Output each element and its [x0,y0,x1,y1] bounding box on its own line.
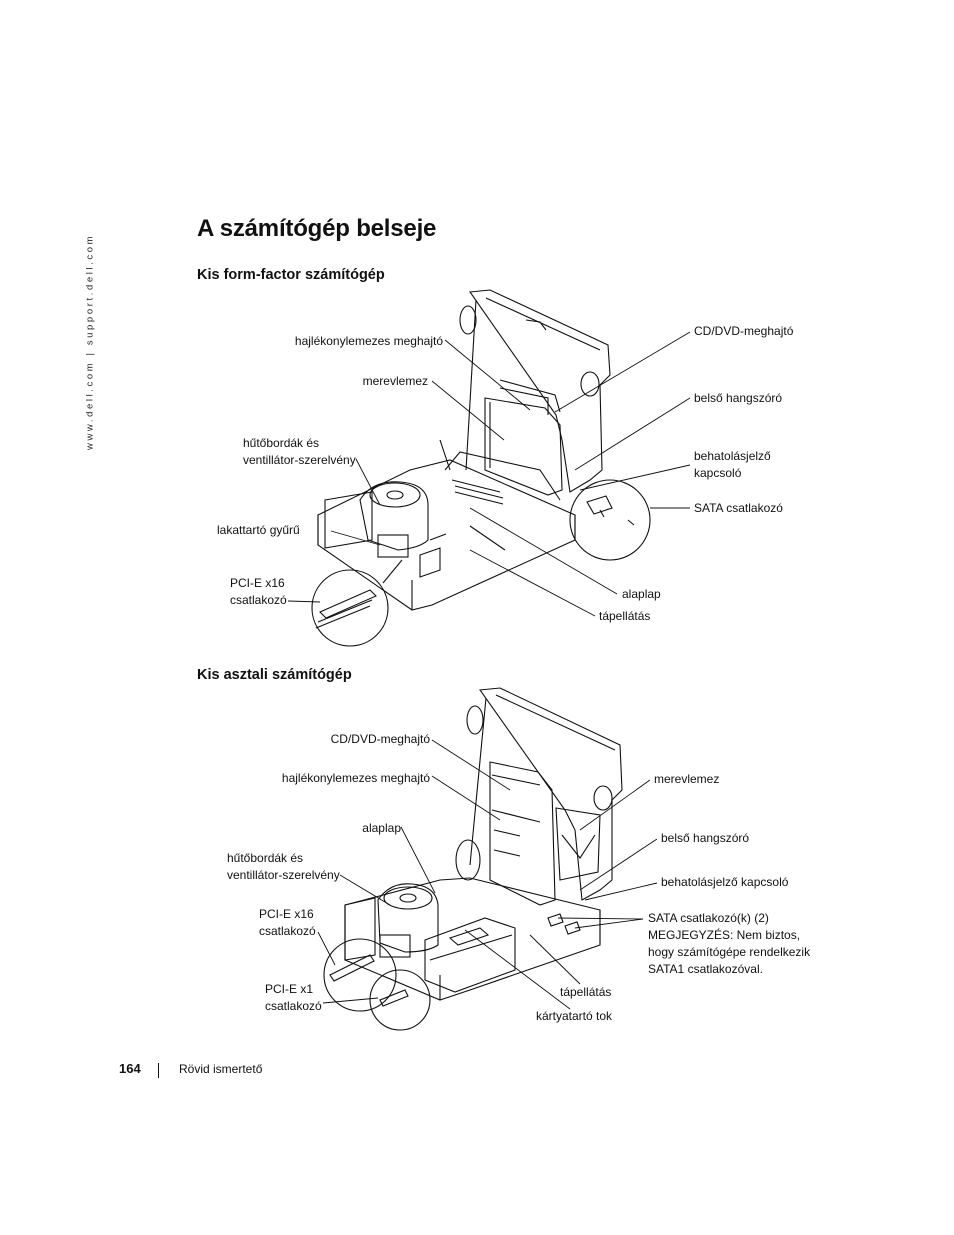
label-sff-speaker: belső hangszóró [694,391,783,405]
label-sd-psu: tápellátás [560,985,612,999]
label-sd-speaker: belső hangszóró [661,831,750,845]
footer-separator [158,1063,159,1078]
label-sd-motherboard: alaplap [362,821,401,835]
label-sd-hdd: merevlemez [654,772,720,786]
label-sd-sata-1: SATA csatlakozó(k) (2) [648,911,769,925]
label-sd-sata-note-2: hogy számítógépe rendelkezik [648,945,811,959]
label-sff-hdd: merevlemez [362,374,428,388]
label-sff-cddvd: CD/DVD-meghajtó [694,324,794,338]
label-sd-pcie1-2: csatlakozó [265,999,322,1013]
label-sd-sata-note-3: SATA1 csatlakozóval. [648,962,763,976]
label-sff-psu: tápellátás [599,609,651,623]
label-sd-pcie1-1: PCI-E x1 [265,982,314,996]
label-sd-floppy: hajlékonylemezes meghajtó [281,771,430,785]
label-sff-padlock: lakattartó gyűrű [217,523,300,537]
label-sd-heatsink-1: hűtőbordák és [227,851,304,865]
label-sd-heatsink-2: ventillátor-szerelvény [227,868,340,882]
label-sd-intrusion: behatolásjelző kapcsoló [661,875,789,889]
label-sff-intrusion-2: kapcsoló [694,466,742,480]
section-title-sff: Kis form-factor számítógép [197,267,385,283]
label-sff-motherboard: alaplap [622,587,661,601]
label-sff-heatsink-2: ventillátor-szerelvény [243,453,356,467]
label-sff-pcie16-2: csatlakozó [230,593,287,607]
page-number: 164 [119,1061,141,1076]
label-sff-floppy: hajlékonylemezes meghajtó [294,334,443,348]
label-sff-pcie16-1: PCI-E x16 [230,576,285,590]
footer-text: Rövid ismertető [179,1062,263,1076]
label-sd-pcie16-1: PCI-E x16 [259,907,314,921]
label-sd-cardcage: kártyatartó tok [536,1009,613,1023]
label-sff-sata: SATA csatlakozó [694,501,783,515]
label-sd-sata-note-1: MEGJEGYZÉS: Nem biztos, [648,928,801,942]
label-sd-cddvd: CD/DVD-meghajtó [330,732,430,746]
label-sd-pcie16-2: csatlakozó [259,924,316,938]
section-title-sd: Kis asztali számítógép [197,667,352,683]
label-sff-heatsink-1: hűtőbordák és [243,436,320,450]
page-title: A számítógép belseje [197,215,437,242]
label-sff-intrusion-1: behatolásjelző [694,449,771,463]
